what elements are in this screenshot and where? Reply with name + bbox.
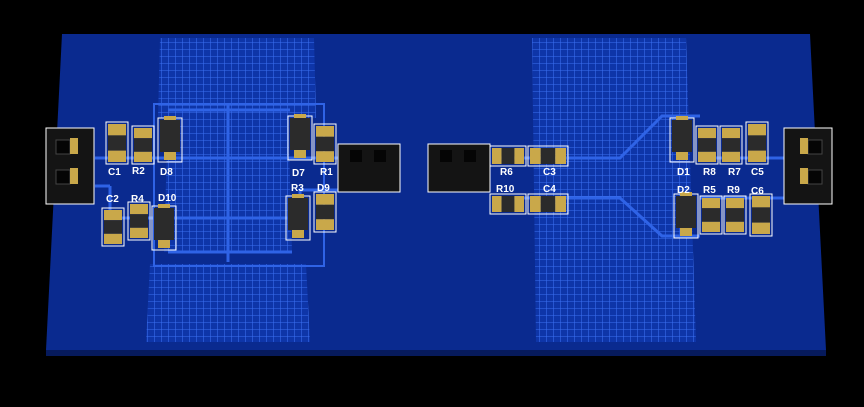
label-d7: D7 (292, 168, 305, 179)
header-mid-right[interactable] (427, 143, 491, 193)
part-r10[interactable] (489, 193, 527, 215)
label-r1: R1 (320, 167, 333, 178)
trace-outline-left (153, 103, 325, 267)
label-d9: D9 (317, 183, 330, 194)
label-r2: R2 (132, 166, 145, 177)
copper-pour-bottom-left (146, 264, 310, 342)
part-c1[interactable] (105, 121, 129, 165)
header-left[interactable] (45, 127, 95, 205)
part-d8[interactable] (157, 116, 183, 163)
part-r5[interactable] (699, 195, 723, 235)
label-r7: R7 (728, 167, 741, 178)
label-c2: C2 (106, 194, 119, 205)
label-d2: D2 (677, 185, 690, 196)
label-c6: C6 (751, 186, 764, 197)
part-r1[interactable] (313, 123, 337, 165)
part-c2[interactable] (101, 207, 125, 247)
part-r8[interactable] (695, 125, 719, 165)
label-r6: R6 (500, 167, 513, 178)
label-r4: R4 (131, 194, 144, 205)
copper-pour-top-left (158, 38, 316, 118)
components (101, 114, 773, 251)
label-r3: R3 (291, 183, 304, 194)
part-d9[interactable] (313, 191, 337, 233)
header-right[interactable] (783, 127, 833, 205)
part-r4[interactable] (127, 201, 151, 241)
label-c4: C4 (543, 184, 556, 195)
part-r3[interactable] (285, 194, 311, 241)
label-r10: R10 (496, 184, 515, 195)
label-c5: C5 (751, 167, 764, 178)
header-mid-left[interactable] (337, 143, 401, 193)
part-d1[interactable] (669, 116, 695, 163)
label-d10: D10 (158, 193, 177, 204)
label-d8: D8 (160, 167, 173, 178)
part-c5[interactable] (745, 121, 769, 165)
label-r5: R5 (703, 185, 716, 196)
part-c4[interactable] (527, 193, 569, 215)
label-c1: C1 (108, 167, 121, 178)
part-d2[interactable] (673, 192, 699, 239)
part-d10[interactable] (151, 204, 177, 251)
copper-pour-right-wing (580, 112, 686, 256)
pcb-board-edge (46, 350, 826, 356)
part-c6[interactable] (749, 193, 773, 237)
part-r6[interactable] (489, 145, 527, 167)
part-r9[interactable] (723, 195, 747, 235)
label-r8: R8 (703, 167, 716, 178)
label-d1: D1 (677, 167, 690, 178)
label-r9: R9 (727, 185, 740, 196)
part-r7[interactable] (719, 125, 743, 165)
part-d7[interactable] (287, 114, 313, 161)
label-c3: C3 (543, 167, 556, 178)
part-r2[interactable] (131, 125, 155, 165)
silkscreen-labels: C1 R2 D8 C2 R4 D10 D7 R1 R3 D9 R6 C3 R10… (106, 166, 764, 205)
part-c3[interactable] (527, 145, 569, 167)
